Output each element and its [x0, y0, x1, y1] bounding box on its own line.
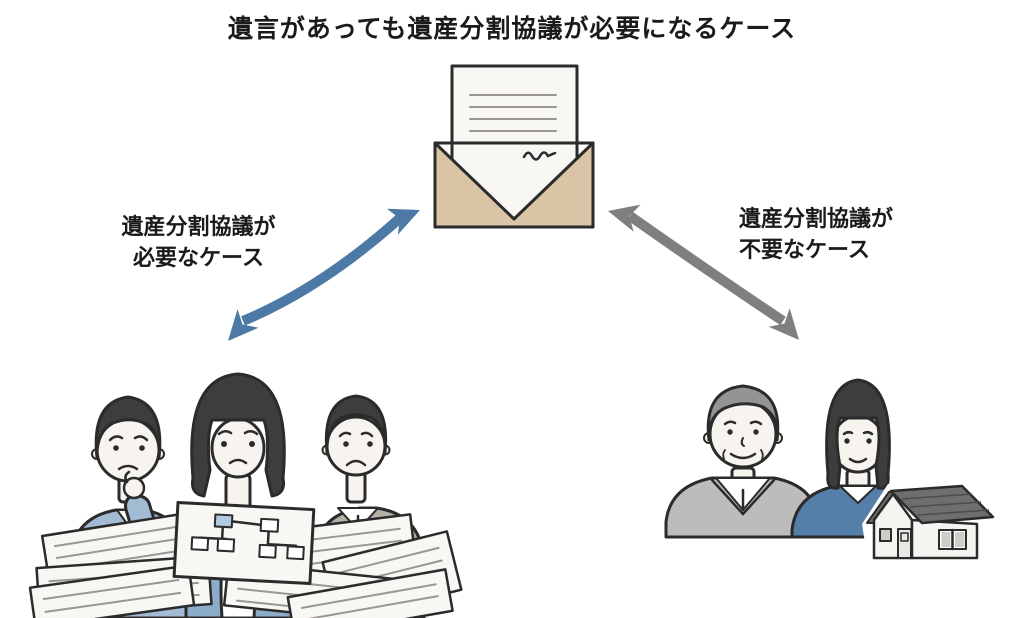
label-case-unnecessary-line1: 遺産分割協議が: [739, 206, 894, 231]
label-case-necessary-line2: 必要なケース: [133, 245, 264, 270]
window-pane: [941, 532, 951, 547]
head: [325, 415, 387, 477]
worried-face: [108, 435, 149, 471]
house-icon: [862, 479, 1002, 562]
worried-family-with-documents-illustration: [28, 372, 463, 618]
blue-arrowhead-to-family: [228, 309, 259, 341]
gray-arrowhead-to-envelope: [608, 204, 641, 232]
elderly-man: [664, 384, 820, 539]
page-title: 遺言があっても遺産分割協議が必要になるケース: [227, 15, 797, 43]
inner-top: [839, 485, 877, 504]
blue-arrow-shaft: [241, 214, 404, 326]
gray-arrowhead-to-couple: [768, 308, 799, 340]
worried-face: [217, 430, 259, 465]
front-window: [879, 528, 892, 542]
envelope-outline: [433, 141, 595, 229]
gray-curved-double-arrow-icon: [608, 204, 799, 340]
hair-bob: [190, 372, 286, 498]
roof-hatching: [901, 493, 990, 516]
label-case-necessary: 遺産分割協議が 必要なケース: [96, 211, 301, 273]
label-case-unnecessary-line2: 不要なケース: [739, 237, 870, 262]
chart-box-highlighted: [213, 513, 234, 529]
signature-squiggle: [522, 151, 557, 161]
label-case-unnecessary: 遺産分割協議が 不要なケース: [739, 203, 949, 265]
label-case-necessary-line1: 遺産分割協議が: [121, 214, 276, 239]
head: [210, 417, 266, 479]
door-pane: [900, 532, 909, 542]
smiling-face: [722, 420, 764, 460]
smiling-face: [842, 430, 874, 464]
smiling-elderly-couple-with-house-illustration: [664, 378, 1002, 562]
hair-bob: [825, 378, 891, 490]
will-letter-envelope-icon: [433, 64, 595, 229]
gray-hair: [706, 384, 780, 442]
gray-arrow-shaft: [627, 211, 786, 326]
family-tree-document: [172, 500, 316, 586]
window-pane: [955, 532, 965, 547]
worried-face: [338, 431, 374, 467]
blue-arrowhead-to-envelope: [386, 208, 420, 235]
fist-on-chin: [122, 476, 146, 500]
family-tree-chart: [190, 513, 305, 561]
document-sheet: [28, 564, 196, 618]
hair: [324, 394, 388, 454]
hair: [94, 395, 162, 460]
thumb: [124, 470, 131, 484]
vneck-trim: [710, 478, 776, 516]
blue-curved-double-arrow-icon: [228, 208, 420, 341]
documents-pile: [28, 500, 463, 618]
